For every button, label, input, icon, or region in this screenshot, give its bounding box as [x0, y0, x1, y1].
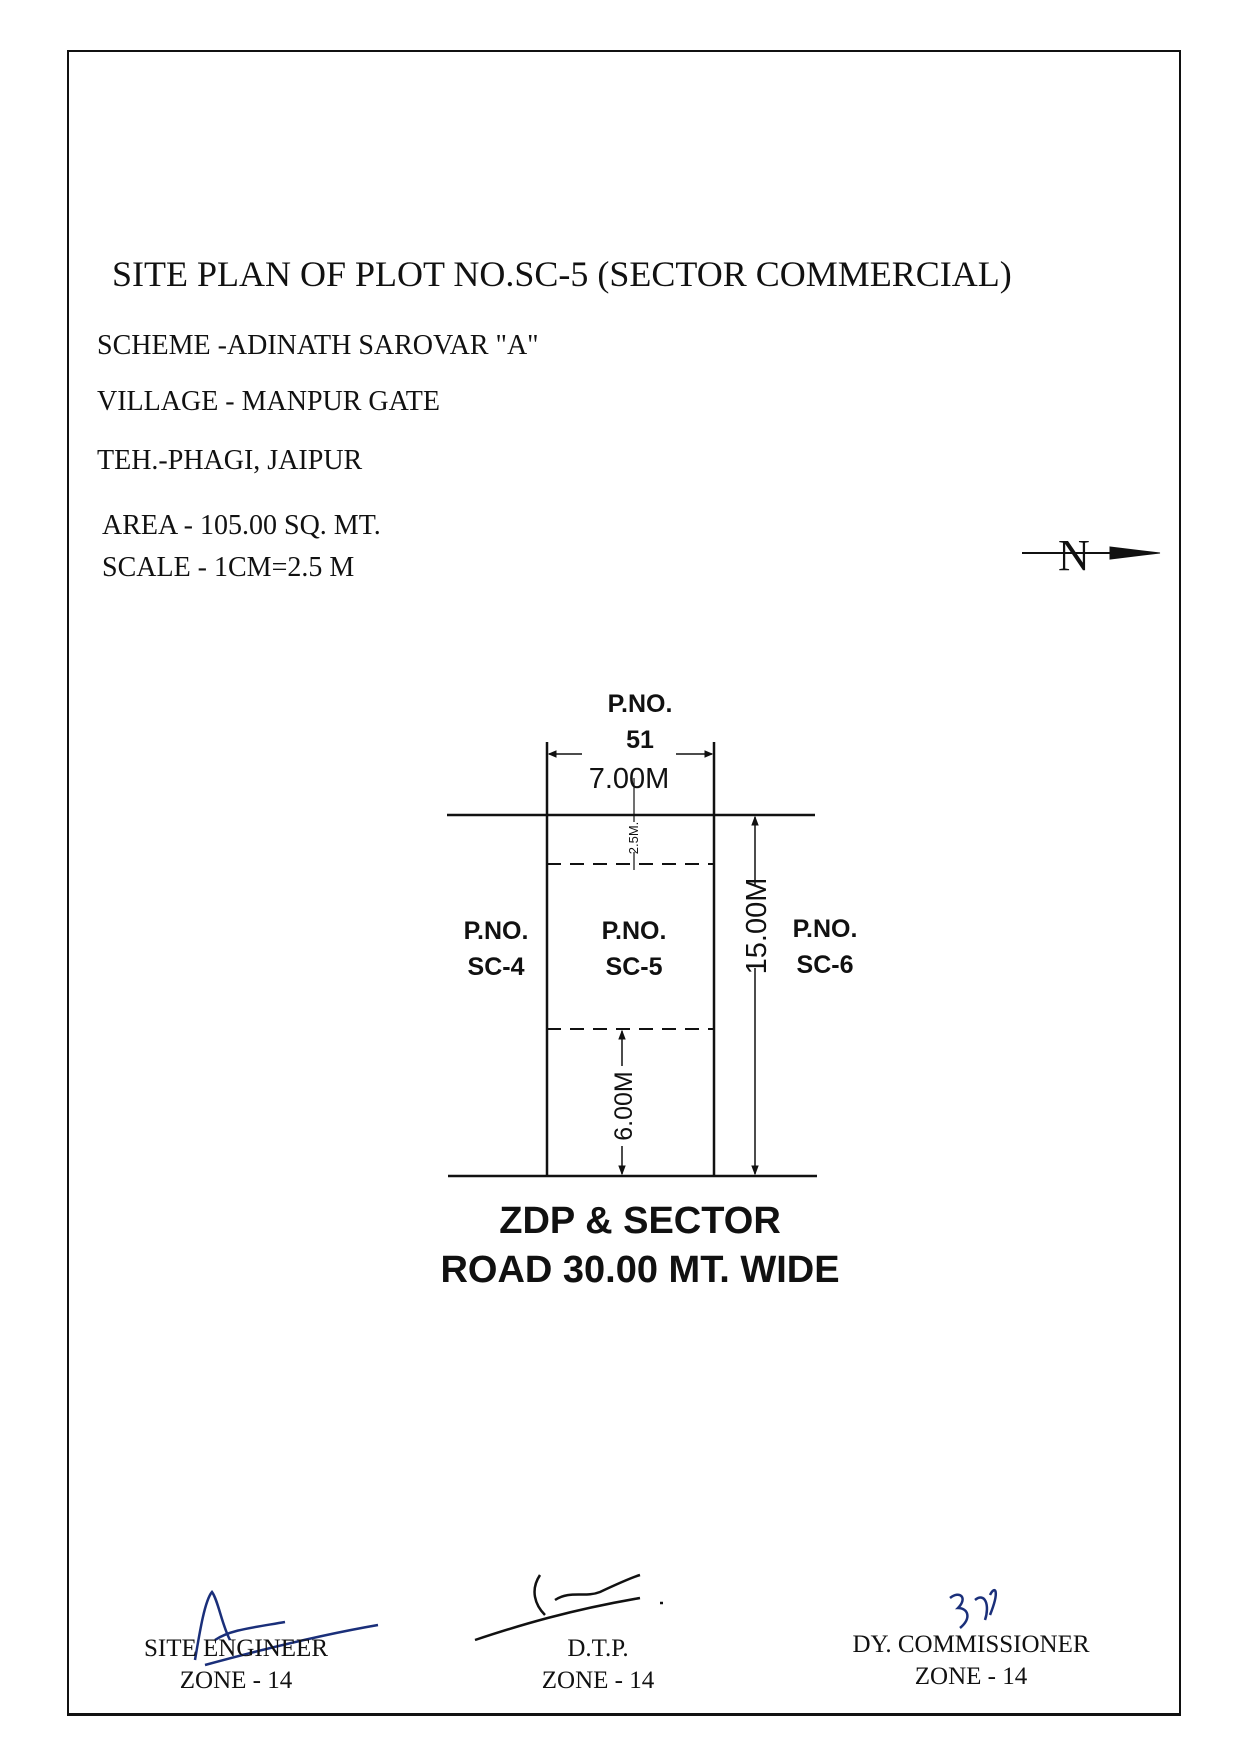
- width-dimension: 7.00M: [589, 763, 670, 795]
- north-plot-label: P.NO.51: [607, 690, 673, 754]
- page-title: SITE PLAN OF PLOT NO.SC-5 (SECTOR COMMER…: [112, 254, 1012, 294]
- east-plot-label: P.NO.SC-6: [792, 915, 858, 979]
- scheme-text: SCHEME -ADINATH SAROVAR "A": [97, 330, 539, 361]
- village-text: VILLAGE - MANPUR GATE: [97, 386, 440, 417]
- page-border: [67, 50, 1181, 1716]
- front-setback-dimension: 6.00M: [610, 1071, 638, 1140]
- depth-dimension: 15.00M: [741, 878, 773, 975]
- dtp-signature: [474, 1573, 663, 1642]
- dtp-block: D.T.P.ZONE - 14: [541, 1635, 655, 1694]
- tehsil-text: TEH.-PHAGI, JAIPUR: [97, 445, 363, 476]
- area-text: AREA - 105.00 SQ. MT.: [102, 510, 381, 541]
- subject-plot-label: P.NO.SC-5: [601, 917, 667, 981]
- site-engineer-signature: [193, 1590, 379, 1667]
- scale-text: SCALE - 1CM=2.5 M: [102, 552, 355, 583]
- rear-setback-dimension: 2.5M.: [626, 822, 641, 855]
- west-plot-label: P.NO.SC-4: [463, 917, 529, 981]
- north-label: N: [1058, 531, 1090, 580]
- north-arrowhead-icon: [1109, 546, 1161, 560]
- dy-commissioner-signature: [949, 1589, 997, 1629]
